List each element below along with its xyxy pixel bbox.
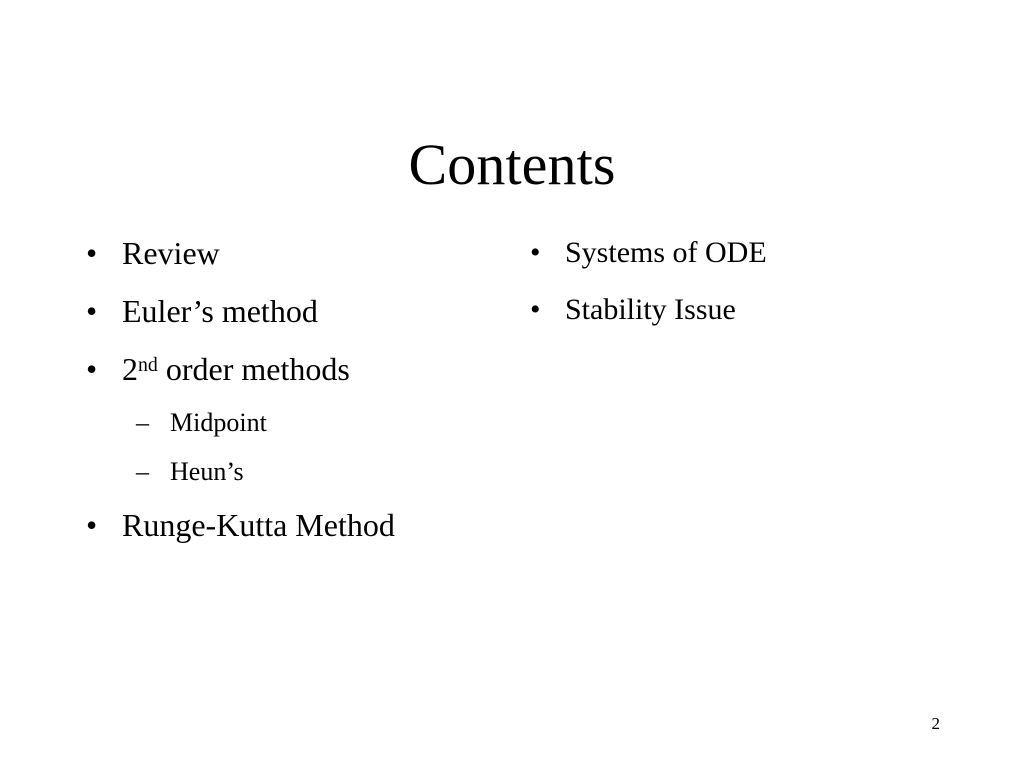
bullet-dash-icon: – [136, 408, 149, 437]
list-item-label-prefix: 2 [122, 351, 138, 387]
bullet-dash-icon: – [136, 457, 149, 486]
bullet-dot-icon: • [86, 507, 98, 543]
list-item[interactable]: • 2nd order methods [82, 340, 512, 398]
list-item[interactable]: – Heun’s [82, 447, 512, 496]
bullet-dot-icon: • [530, 236, 541, 269]
list-item[interactable]: • Runge-Kutta Method [82, 496, 512, 554]
page-number: 2 [931, 714, 941, 733]
content-column-right: • Systems of ODE • Stability Issue [524, 224, 974, 338]
sub-list-container: – Midpoint – Heun’s [82, 398, 512, 496]
list-item[interactable]: • Stability Issue [524, 281, 974, 338]
list-item-label: Heun’s [170, 457, 244, 486]
list-item-label: Euler’s method [122, 293, 318, 329]
page-title: Contents [408, 131, 616, 197]
list-item-label-suffix: order methods [157, 351, 350, 387]
bullet-dot-icon: • [86, 293, 98, 329]
list-item[interactable]: • Systems of ODE [524, 224, 974, 281]
list-item-label: Systems of ODE [565, 236, 767, 269]
list-item-label: Runge-Kutta Method [122, 507, 395, 543]
content-column-left: • Review • Euler’s method • 2nd order me… [82, 224, 512, 554]
bullet-list-left: • Review • Euler’s method • 2nd order me… [82, 224, 512, 554]
list-item-label: Midpoint [170, 408, 267, 437]
list-item[interactable]: • Review [82, 224, 512, 282]
bullet-list-right: • Systems of ODE • Stability Issue [524, 224, 974, 338]
ordinal-superscript: nd [138, 353, 158, 376]
list-item-label: Review [122, 235, 220, 271]
bullet-dot-icon: • [86, 351, 98, 387]
list-item[interactable]: • Euler’s method [82, 282, 512, 340]
list-item-label: Stability Issue [565, 293, 736, 326]
bullet-dot-icon: • [530, 293, 541, 326]
list-item[interactable]: – Midpoint [82, 398, 512, 447]
bullet-sublist-left: – Midpoint – Heun’s [82, 398, 512, 496]
slide-body: • Review • Euler’s method • 2nd order me… [0, 224, 1024, 644]
bullet-dot-icon: • [86, 235, 98, 271]
